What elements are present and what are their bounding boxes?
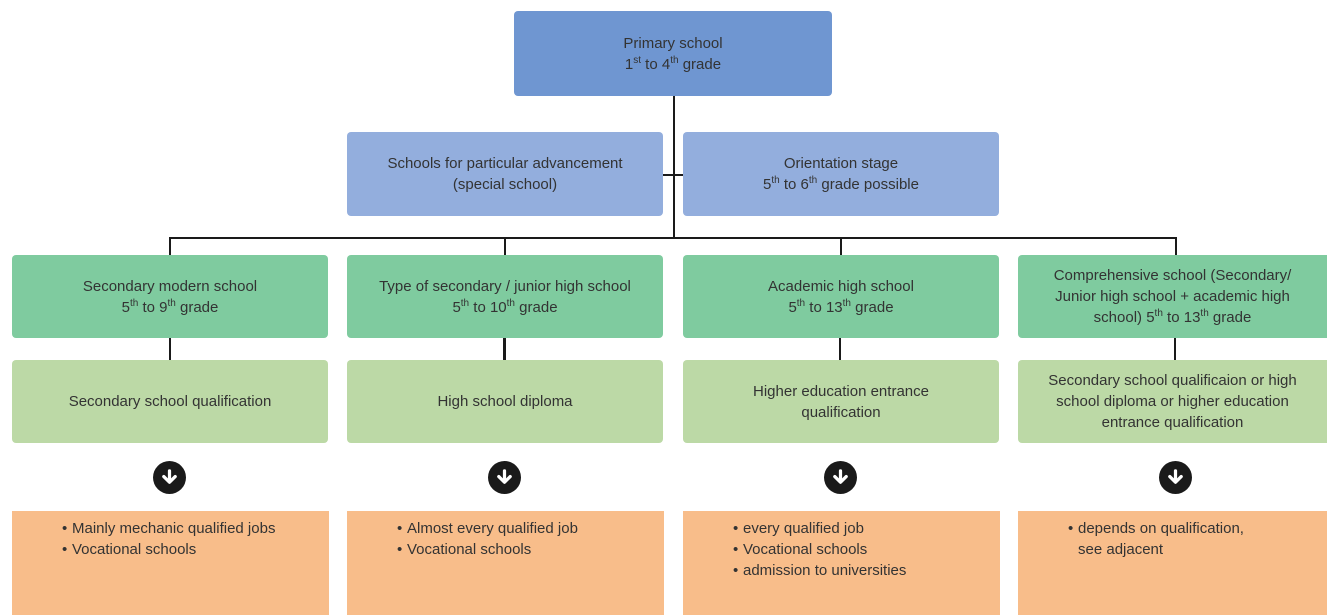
primary-title: Primary school bbox=[623, 34, 723, 52]
connector-school-qual-4 bbox=[1174, 338, 1176, 360]
outcome-list: depends on qualification, see adjacent bbox=[1068, 518, 1244, 560]
outcome-item: every qualified job bbox=[733, 518, 906, 539]
arrow-down-circle-icon bbox=[488, 461, 521, 494]
special-school-title: Schools for particular advancement bbox=[387, 155, 623, 172]
outcome-list: Mainly mechanic qualified jobs Vocationa… bbox=[62, 518, 275, 560]
school-title-cont: Junior high school + academic high bbox=[1055, 288, 1290, 305]
connector-middle-link bbox=[663, 174, 683, 176]
school-title: Academic high school bbox=[768, 277, 914, 295]
outcome-item: Mainly mechanic qualified jobs bbox=[62, 518, 275, 539]
connector-school-qual-2 bbox=[503, 338, 506, 360]
outcome-item: Almost every qualified job bbox=[397, 518, 578, 539]
orientation-stage-box: Orientation stage 5th to 6th grade possi… bbox=[683, 132, 999, 216]
outcome-box-4: depends on qualification, see adjacent bbox=[1018, 511, 1327, 615]
outcome-box-3: every qualified job Vocational schools a… bbox=[683, 511, 1000, 615]
qualification-text: Secondary school qualificaion or high bbox=[1048, 372, 1297, 389]
outcome-item-cont: see adjacent bbox=[1078, 541, 1164, 558]
outcome-box-1: Mainly mechanic qualified jobs Vocationa… bbox=[12, 511, 329, 615]
orientation-title: Orientation stage bbox=[783, 155, 899, 172]
special-school-box: Schools for particular advancement (spec… bbox=[347, 132, 663, 216]
qualification-box-2: High school diploma bbox=[347, 360, 663, 443]
connector-school-qual-3 bbox=[839, 338, 841, 360]
school-grades: 5th to 9th grade bbox=[121, 297, 219, 316]
school-grades: school) 5th to 13th grade bbox=[1093, 308, 1252, 327]
outcome-item: Vocational schools bbox=[62, 539, 275, 560]
connector-drop-4 bbox=[1175, 237, 1177, 255]
connector-primary-trunk bbox=[673, 96, 675, 238]
connector-drop-3 bbox=[840, 237, 842, 255]
qualification-box-4: Secondary school qualificaion or high sc… bbox=[1018, 360, 1327, 443]
arrow-down-circle-icon bbox=[1159, 461, 1192, 494]
qualification-text: Secondary school qualification bbox=[68, 393, 272, 410]
qualification-text-cont: qualification bbox=[801, 403, 881, 421]
arrow-down-circle-icon bbox=[824, 461, 857, 494]
connector-horizontal-bus bbox=[169, 237, 1177, 239]
outcome-item: admission to universities bbox=[733, 560, 906, 581]
outcome-list: every qualified job Vocational schools a… bbox=[733, 518, 906, 581]
school-title: Secondary modern school bbox=[82, 277, 258, 295]
special-school-subtitle: (special school) bbox=[452, 176, 558, 193]
school-title: Comprehensive school (Secondary/ bbox=[1053, 267, 1292, 284]
qualification-text-cont: entrance qualification bbox=[1101, 414, 1244, 431]
connector-drop-1 bbox=[169, 237, 171, 255]
academic-high-school-box: Academic high school 5th to 13th grade bbox=[683, 255, 999, 338]
outcome-item: Vocational schools bbox=[733, 539, 906, 560]
outcome-item: depends on qualification, bbox=[1068, 518, 1244, 539]
outcome-box-2: Almost every qualified job Vocational sc… bbox=[347, 511, 664, 615]
junior-high-school-box: Type of secondary / junior high school 5… bbox=[347, 255, 663, 338]
secondary-modern-school-box: Secondary modern school 5th to 9th grade bbox=[12, 255, 328, 338]
primary-grades: 1st to 4th grade bbox=[624, 54, 722, 73]
connector-school-qual-1 bbox=[169, 338, 171, 360]
comprehensive-school-box: Comprehensive school (Secondary/ Junior … bbox=[1018, 255, 1327, 338]
qualification-box-1: Secondary school qualification bbox=[12, 360, 328, 443]
outcome-item: Vocational schools bbox=[397, 539, 578, 560]
arrow-down-circle-icon bbox=[153, 461, 186, 494]
outcome-list: Almost every qualified job Vocational sc… bbox=[397, 518, 578, 560]
connector-drop-2 bbox=[504, 237, 506, 255]
qualification-box-3: Higher education entrance qualification bbox=[683, 360, 999, 443]
school-title: Type of secondary / junior high school bbox=[379, 277, 631, 295]
qualification-text-cont: school diploma or higher education bbox=[1056, 393, 1289, 410]
qualification-text: High school diploma bbox=[437, 393, 573, 410]
school-grades: 5th to 13th grade bbox=[788, 297, 894, 316]
school-grades: 5th to 10th grade bbox=[452, 297, 558, 316]
orientation-grades: 5th to 6th grade possible bbox=[763, 175, 919, 194]
primary-school-box: Primary school 1st to 4th grade bbox=[514, 11, 832, 96]
qualification-text: Higher education entrance bbox=[753, 382, 929, 400]
